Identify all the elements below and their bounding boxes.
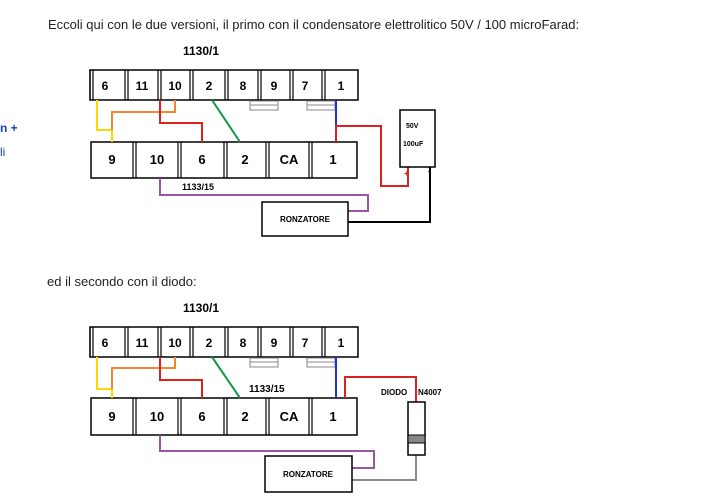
d2-top-terminal: 2 (206, 336, 213, 350)
d1-top-terminal: 10 (168, 79, 182, 93)
side-text-top: n + (0, 121, 18, 135)
d2-bottom-terminal: 1 (329, 409, 336, 424)
d2-top-block-label: 1130/1 (183, 301, 219, 315)
d1-capacitor-plus: + (404, 169, 409, 178)
d1-wire-yellow (96, 100, 113, 142)
d1-bottom-terminal: 2 (241, 152, 248, 167)
d2-bottom-block-label: 1133/15 (249, 384, 285, 395)
d1-top-terminal: 7 (302, 79, 309, 93)
d2-bottom-terminal: 9 (108, 409, 115, 424)
intro-text: Eccoli qui con le due versioni, il primo… (48, 17, 580, 32)
d1-top-terminal: 2 (206, 79, 213, 93)
d1-buzzer (261, 201, 349, 237)
d2-top-terminal: 10 (168, 336, 182, 350)
d2-bottom-terminal: 6 (198, 409, 205, 424)
d1-capacitor-voltage: 50V (406, 123, 419, 130)
d1-top-terminal: 1 (338, 79, 345, 93)
d2-diode-band (407, 434, 426, 444)
d1-top-terminal: 9 (271, 79, 278, 93)
d2-bottom-terminal: 2 (241, 409, 248, 424)
d2-diode (407, 401, 426, 456)
d2-bottom-terminal: CA (280, 409, 299, 424)
d1-jumpers (249, 100, 336, 111)
side-text-bottom: li (0, 145, 6, 159)
d2-top-terminal: 7 (302, 336, 309, 350)
d1-capacitor-value: 100uF (403, 141, 424, 148)
d2-wire-green (211, 356, 241, 399)
d2-wire-orange (111, 357, 176, 389)
d1-capacitor-minus: - (428, 166, 431, 176)
d1-top-terminal: 8 (240, 79, 247, 93)
d1-top-terminal: 6 (102, 79, 109, 93)
d1-bottom-terminal: 6 (198, 152, 205, 167)
d1-bottom-block-label: 1133/15 (182, 182, 214, 192)
d1-wire-purple (159, 178, 369, 212)
d1-top-block-label: 1130/1 (183, 44, 219, 58)
d2-diode-label: DIODO (381, 388, 407, 397)
d2-wire-red (159, 357, 203, 398)
diagram-1: 1130/1 6 11 10 2 8 9 (89, 44, 436, 237)
d2-top-terminal: 11 (136, 336, 149, 350)
d1-bottom-terminal: 1 (329, 152, 336, 167)
diagram-2: 1130/1 6 11 10 2 8 9 (89, 301, 442, 493)
d1-wire-red (159, 100, 203, 142)
d1-wire-black (348, 167, 431, 223)
second-text: ed il secondo con il diodo: (47, 274, 197, 289)
d1-capacitor (399, 109, 436, 168)
d1-top-block (89, 69, 359, 101)
d2-wire-yellow (96, 357, 113, 398)
d1-bottom-terminal: 10 (150, 152, 164, 167)
d1-top-terminal: 11 (136, 79, 149, 93)
d2-jumpers (249, 357, 336, 368)
d2-top-block (89, 326, 359, 358)
d2-buzzer (264, 455, 353, 493)
d1-wire-red-cap (335, 125, 409, 187)
d2-top-terminal: 9 (271, 336, 278, 350)
d2-top-terminal: 8 (240, 336, 247, 350)
d1-buzzer-label: RONZATORE (280, 215, 331, 224)
d2-buzzer-label: RONZATORE (283, 470, 334, 479)
d1-wire-green (211, 99, 241, 143)
d2-top-terminal: 1 (338, 336, 345, 350)
d2-wire-red-diode (344, 376, 417, 402)
d1-wire-orange (111, 100, 176, 130)
d2-bottom-terminal: 10 (150, 409, 164, 424)
d2-diode-part: N4007 (418, 388, 442, 397)
d2-wire-purple (159, 435, 375, 469)
d1-bottom-terminal: 9 (108, 152, 115, 167)
d1-bottom-terminal: CA (280, 152, 299, 167)
d2-wire-gray (352, 455, 417, 481)
d2-top-terminal: 6 (102, 336, 109, 350)
